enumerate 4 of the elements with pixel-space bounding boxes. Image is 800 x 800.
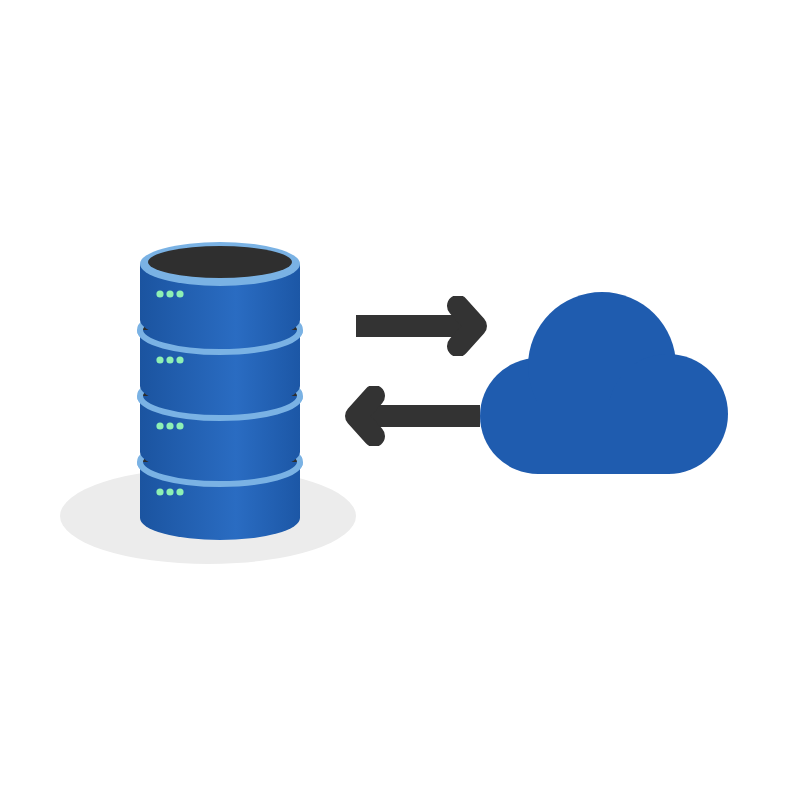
arrow: [345, 385, 480, 447]
cloud-shape: [480, 288, 728, 476]
arrow: [356, 295, 487, 357]
database-stack: [60, 236, 356, 568]
